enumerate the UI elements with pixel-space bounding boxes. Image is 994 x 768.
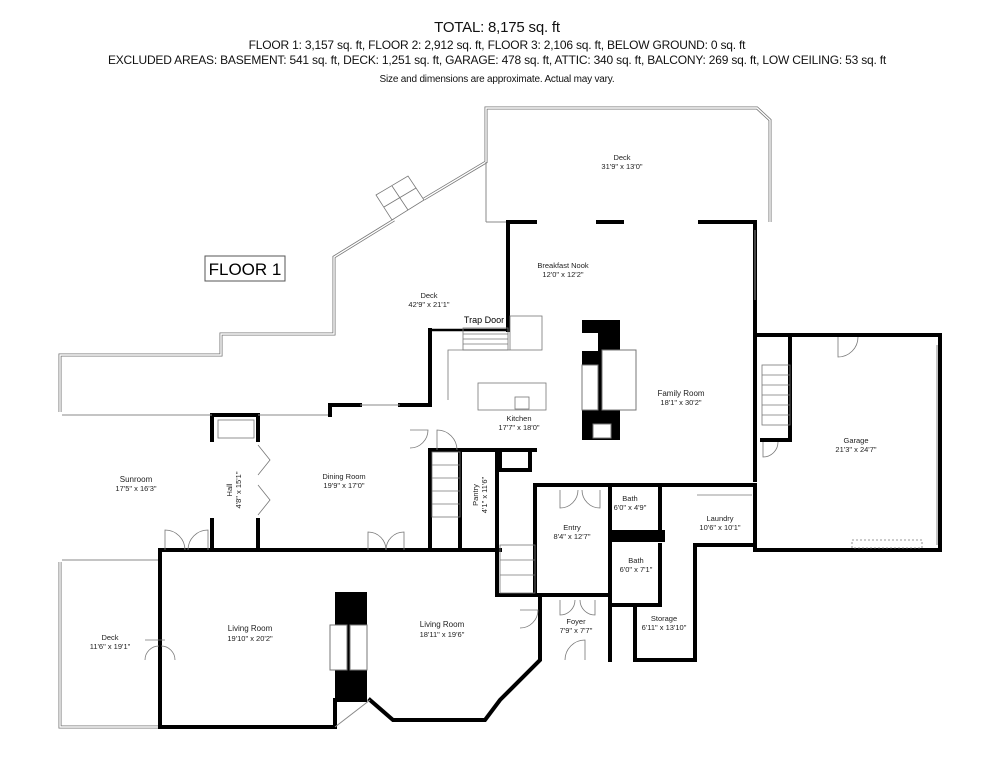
room-dims-sunroom: 17'5" x 16'3" [115,484,156,493]
room-name-sunroom: Sunroom [120,475,153,484]
room-name-kitchen: Kitchen [506,414,531,423]
room-name-family-room: Family Room [657,389,704,398]
doors [144,336,859,661]
walls [62,220,942,729]
trap-door-label: Trap Door [464,315,504,325]
total-area: TOTAL: 8,175 sq. ft [434,19,560,36]
deck-railings [58,106,772,729]
room-dims-breakfast-nook: 12'0" x 12'2" [542,270,583,279]
room-dims-storage: 6'11" x 13'10" [642,623,687,632]
floor-label: FLOOR 1 [209,260,282,279]
floor-label-box [204,255,286,282]
room-labels: Deck 31'9" x 13'0" Breakfast Nook 12'0" … [90,153,877,651]
room-name-garage: Garage [843,436,868,445]
room-dims-dining-room: 19'9" x 17'0" [323,481,364,490]
room-name-breakfast-nook: Breakfast Nook [537,261,589,270]
room-dims-laundry: 10'6" x 10'1" [699,523,740,532]
room-dims-living-room-1: 19'10" x 20'2" [227,634,273,643]
room-name-foyer: Foyer [566,617,586,626]
room-name-entry: Entry [563,523,581,532]
excluded-areas: EXCLUDED AREAS: BASEMENT: 541 sq. ft, DE… [107,53,887,67]
room-name-bath-2: Bath [628,556,643,565]
room-name-hall: Hall [225,483,234,496]
wall-block [610,530,665,542]
room-name-living-room-2: Living Room [420,620,465,629]
room-dims-kitchen: 17'7" x 18'0" [498,423,539,432]
room-name-deck-top: Deck [613,153,630,162]
room-dims-deck-left: 11'6" x 19'1" [90,642,131,651]
room-name-pantry: Pantry [471,484,480,506]
room-dims-entry: 8'4" x 12'7" [554,532,591,541]
room-dims-living-room-2: 18'11" x 19'6" [420,630,465,639]
room-dims-pantry: 4'1" x 11'6" [480,476,489,513]
room-dims-bath-1: 6'0" x 4'9" [614,503,647,512]
room-dims-bath-2: 6'0" x 7'1" [620,565,653,574]
room-dims-garage: 21'3" x 24'7" [835,445,876,454]
deck-stairs [375,175,425,221]
room-dims-deck-main: 42'9" x 21'1" [408,300,449,309]
room-name-living-room-1: Living Room [228,624,273,633]
room-name-dining-room: Dining Room [322,472,365,481]
disclaimer: Size and dimensions are approximate. Act… [379,74,615,85]
room-name-deck-main: Deck [420,291,437,300]
room-dims-family-room: 18'1" x 30'2" [660,398,701,407]
room-dims-deck-top: 31'9" x 13'0" [601,162,642,171]
room-name-bath-1: Bath [622,494,637,503]
floor-areas: FLOOR 1: 3,157 sq. ft, FLOOR 2: 2,912 sq… [248,38,746,52]
room-name-storage: Storage [651,614,677,623]
room-name-deck-left: Deck [101,633,118,642]
room-dims-foyer: 7'9" x 7'7" [560,626,593,635]
room-name-laundry: Laundry [706,514,733,523]
room-dims-hall: 4'8" x 15'1" [234,471,243,508]
